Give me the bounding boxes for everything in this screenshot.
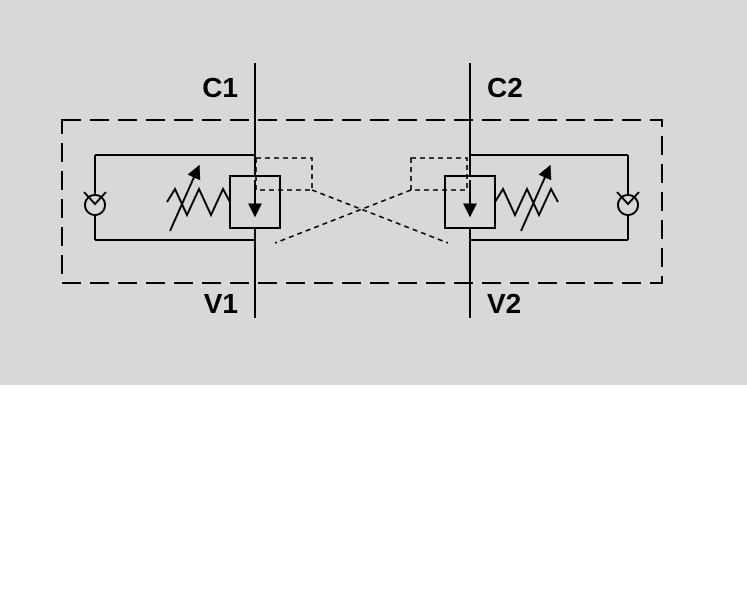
diagram-background xyxy=(0,0,747,385)
check-valve-right-seat xyxy=(616,191,640,206)
cross-pilot-line-right-to-left xyxy=(274,189,412,244)
port-label-v2: V2 xyxy=(487,288,521,319)
adjustment-arrow-left-icon xyxy=(169,164,201,232)
pilot-lines xyxy=(255,157,468,244)
cross-pilot-line-left-to-right xyxy=(311,189,449,244)
valve-body-envelope-border xyxy=(61,119,663,284)
counterbalance-valve-right xyxy=(444,154,640,241)
port-label-c2: C2 xyxy=(487,72,523,103)
counterbalance-valve-left xyxy=(83,154,281,241)
port-label-c1: C1 xyxy=(202,72,238,103)
adjustment-arrow-right-icon xyxy=(520,164,552,232)
spring-right-icon xyxy=(494,186,559,218)
check-valve-left-seat xyxy=(83,191,107,206)
pilot-passage-right xyxy=(410,157,468,191)
spring-left-icon xyxy=(166,186,231,218)
pilot-passage-left xyxy=(255,157,313,191)
port-label-v1: V1 xyxy=(204,288,238,319)
